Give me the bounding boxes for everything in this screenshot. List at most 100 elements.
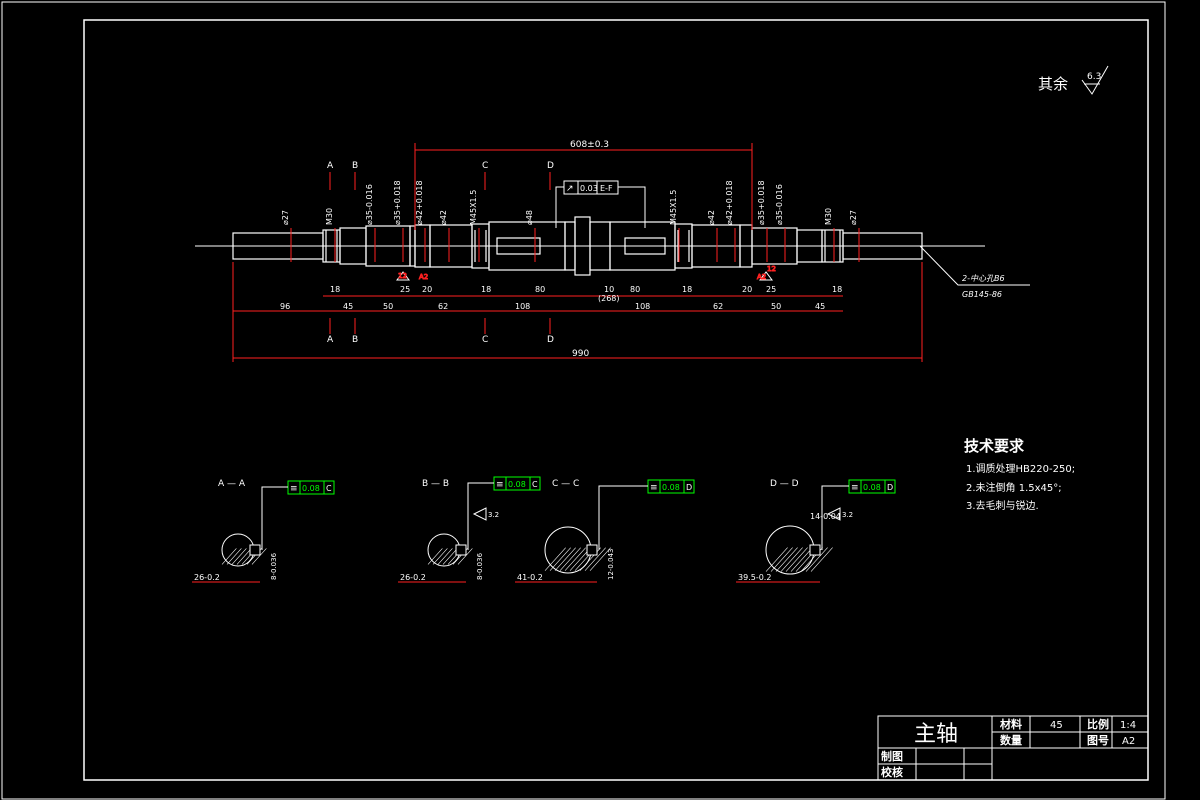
center-length-dim: (268) — [598, 294, 620, 303]
hatch-line — [780, 547, 803, 572]
tech-req-item-1: 1.调质处理HB220-250; — [966, 463, 1075, 475]
keyway — [624, 237, 666, 255]
shaft-profile — [232, 216, 923, 276]
hatch-line — [775, 547, 798, 572]
frame-leader — [261, 486, 288, 550]
symmetry-symbol-icon: ≡ — [851, 483, 859, 493]
hatch-line — [231, 548, 247, 565]
small-mark: A2 — [757, 273, 766, 281]
hatch-line — [770, 547, 793, 572]
frame-value: 0.08 — [863, 483, 881, 492]
title-block — [877, 715, 1149, 781]
diameter-label: ⌀35-0.016 — [365, 184, 374, 225]
keyway — [496, 237, 541, 255]
diameter-label: M30 — [325, 208, 334, 225]
tech-req-item-3: 3.去毛刺与锐边. — [966, 499, 1039, 512]
hatch-line — [236, 548, 252, 565]
frame-datum: D — [686, 483, 692, 492]
inner-border — [83, 19, 1149, 781]
small-mark: 12 — [398, 272, 407, 280]
runout-symbol-icon: ↗ — [566, 184, 574, 194]
diameter-label: ⌀35+0.018 — [393, 180, 402, 225]
section-title: D — D — [770, 479, 799, 489]
frame-leader — [821, 485, 849, 550]
span-dim-text: 608±0.3 — [570, 140, 609, 150]
dim-value: 108 — [635, 302, 650, 311]
keyway-notch — [249, 544, 261, 556]
tech-req-item-2: 2.未注倒角 1.5x45°; — [966, 481, 1062, 494]
surface-roughness-note: 其余 6.3 — [1038, 65, 1109, 95]
diameter-label: ⌀42 — [439, 210, 448, 225]
hatch-line — [584, 547, 606, 571]
dim-value: 25 — [400, 285, 410, 294]
runout-value: 0.03 — [580, 184, 598, 193]
checked-label: 校核 — [881, 765, 903, 779]
hatch-line — [442, 548, 458, 565]
small-mark: A2 — [419, 273, 428, 281]
frame-leader — [467, 482, 494, 550]
surface-note-roughness: 6.3 — [1087, 72, 1101, 82]
keyway-notch — [586, 544, 598, 556]
runout-frame: ↗ 0.03 E-F — [555, 180, 646, 228]
hatch-line — [554, 547, 576, 571]
section-mark-top: C — [482, 161, 488, 171]
dim-value: 80 — [535, 285, 545, 294]
symmetry-symbol-icon: ≡ — [496, 480, 504, 490]
hatch-line — [437, 548, 453, 565]
dim-value: 25 — [766, 285, 776, 294]
hatch-line — [427, 548, 443, 565]
section-mark-bottom: D — [547, 335, 554, 345]
section-circle — [221, 533, 255, 567]
section-roughness: 3.2 — [488, 511, 499, 519]
section-title: C — C — [552, 479, 579, 489]
diameter-label: ⌀48 — [525, 210, 534, 225]
dim-value: 62 — [713, 302, 723, 311]
section-mark-bottom: C — [482, 335, 488, 345]
surface-note-text: 其余 — [1038, 75, 1068, 93]
diameter-label: M45X1.5 — [669, 190, 678, 225]
symmetry-symbol-icon: ≡ — [290, 484, 298, 494]
hatch-line — [544, 547, 566, 571]
roughness-symbol-icon — [826, 507, 841, 521]
section-dim-bottom: 39.5-0.2 — [738, 573, 771, 582]
hatch-line — [564, 547, 586, 571]
diameter-label: ⌀42 — [707, 210, 716, 225]
hatch-line — [251, 548, 267, 565]
frame-datum: C — [326, 484, 332, 493]
frame-value: 0.08 — [508, 480, 526, 489]
hatch-line — [221, 548, 237, 565]
dim-value: 80 — [630, 285, 640, 294]
scale-label: 比例 — [1087, 717, 1109, 731]
dim-value: 45 — [815, 302, 825, 311]
dim-value: 108 — [515, 302, 530, 311]
datum-triangle-icon — [759, 271, 773, 281]
section-dim-bottom: 26-0.2 — [400, 573, 426, 582]
section-title: B — B — [422, 479, 449, 489]
dim-value: 18 — [481, 285, 491, 294]
keyway-notch — [809, 544, 821, 556]
diameter-label: ⌀27 — [849, 210, 858, 225]
hatch-line — [790, 547, 813, 572]
section-dim-side: 12-0.043 — [607, 549, 615, 580]
section-mark-top: A — [327, 161, 334, 171]
section-roughness: 3.2 — [842, 511, 853, 519]
drawing-no-label: 图号 — [1087, 734, 1109, 747]
dim-value: 96 — [280, 302, 290, 311]
center-hole-leader — [919, 245, 1030, 286]
section-dim-bottom: 41-0.2 — [517, 573, 543, 582]
hatch-line — [432, 548, 448, 565]
small-mark: 12 — [767, 265, 776, 273]
hatch-line — [589, 547, 611, 571]
section-mark-bottom: B — [352, 335, 358, 345]
hatch-line — [785, 547, 808, 572]
dim-value: 50 — [383, 302, 393, 311]
roughness-symbol-icon — [1081, 65, 1109, 95]
material-value: 45 — [1050, 720, 1063, 731]
part-name: 主轴 — [914, 722, 958, 747]
dim-value: 62 — [438, 302, 448, 311]
